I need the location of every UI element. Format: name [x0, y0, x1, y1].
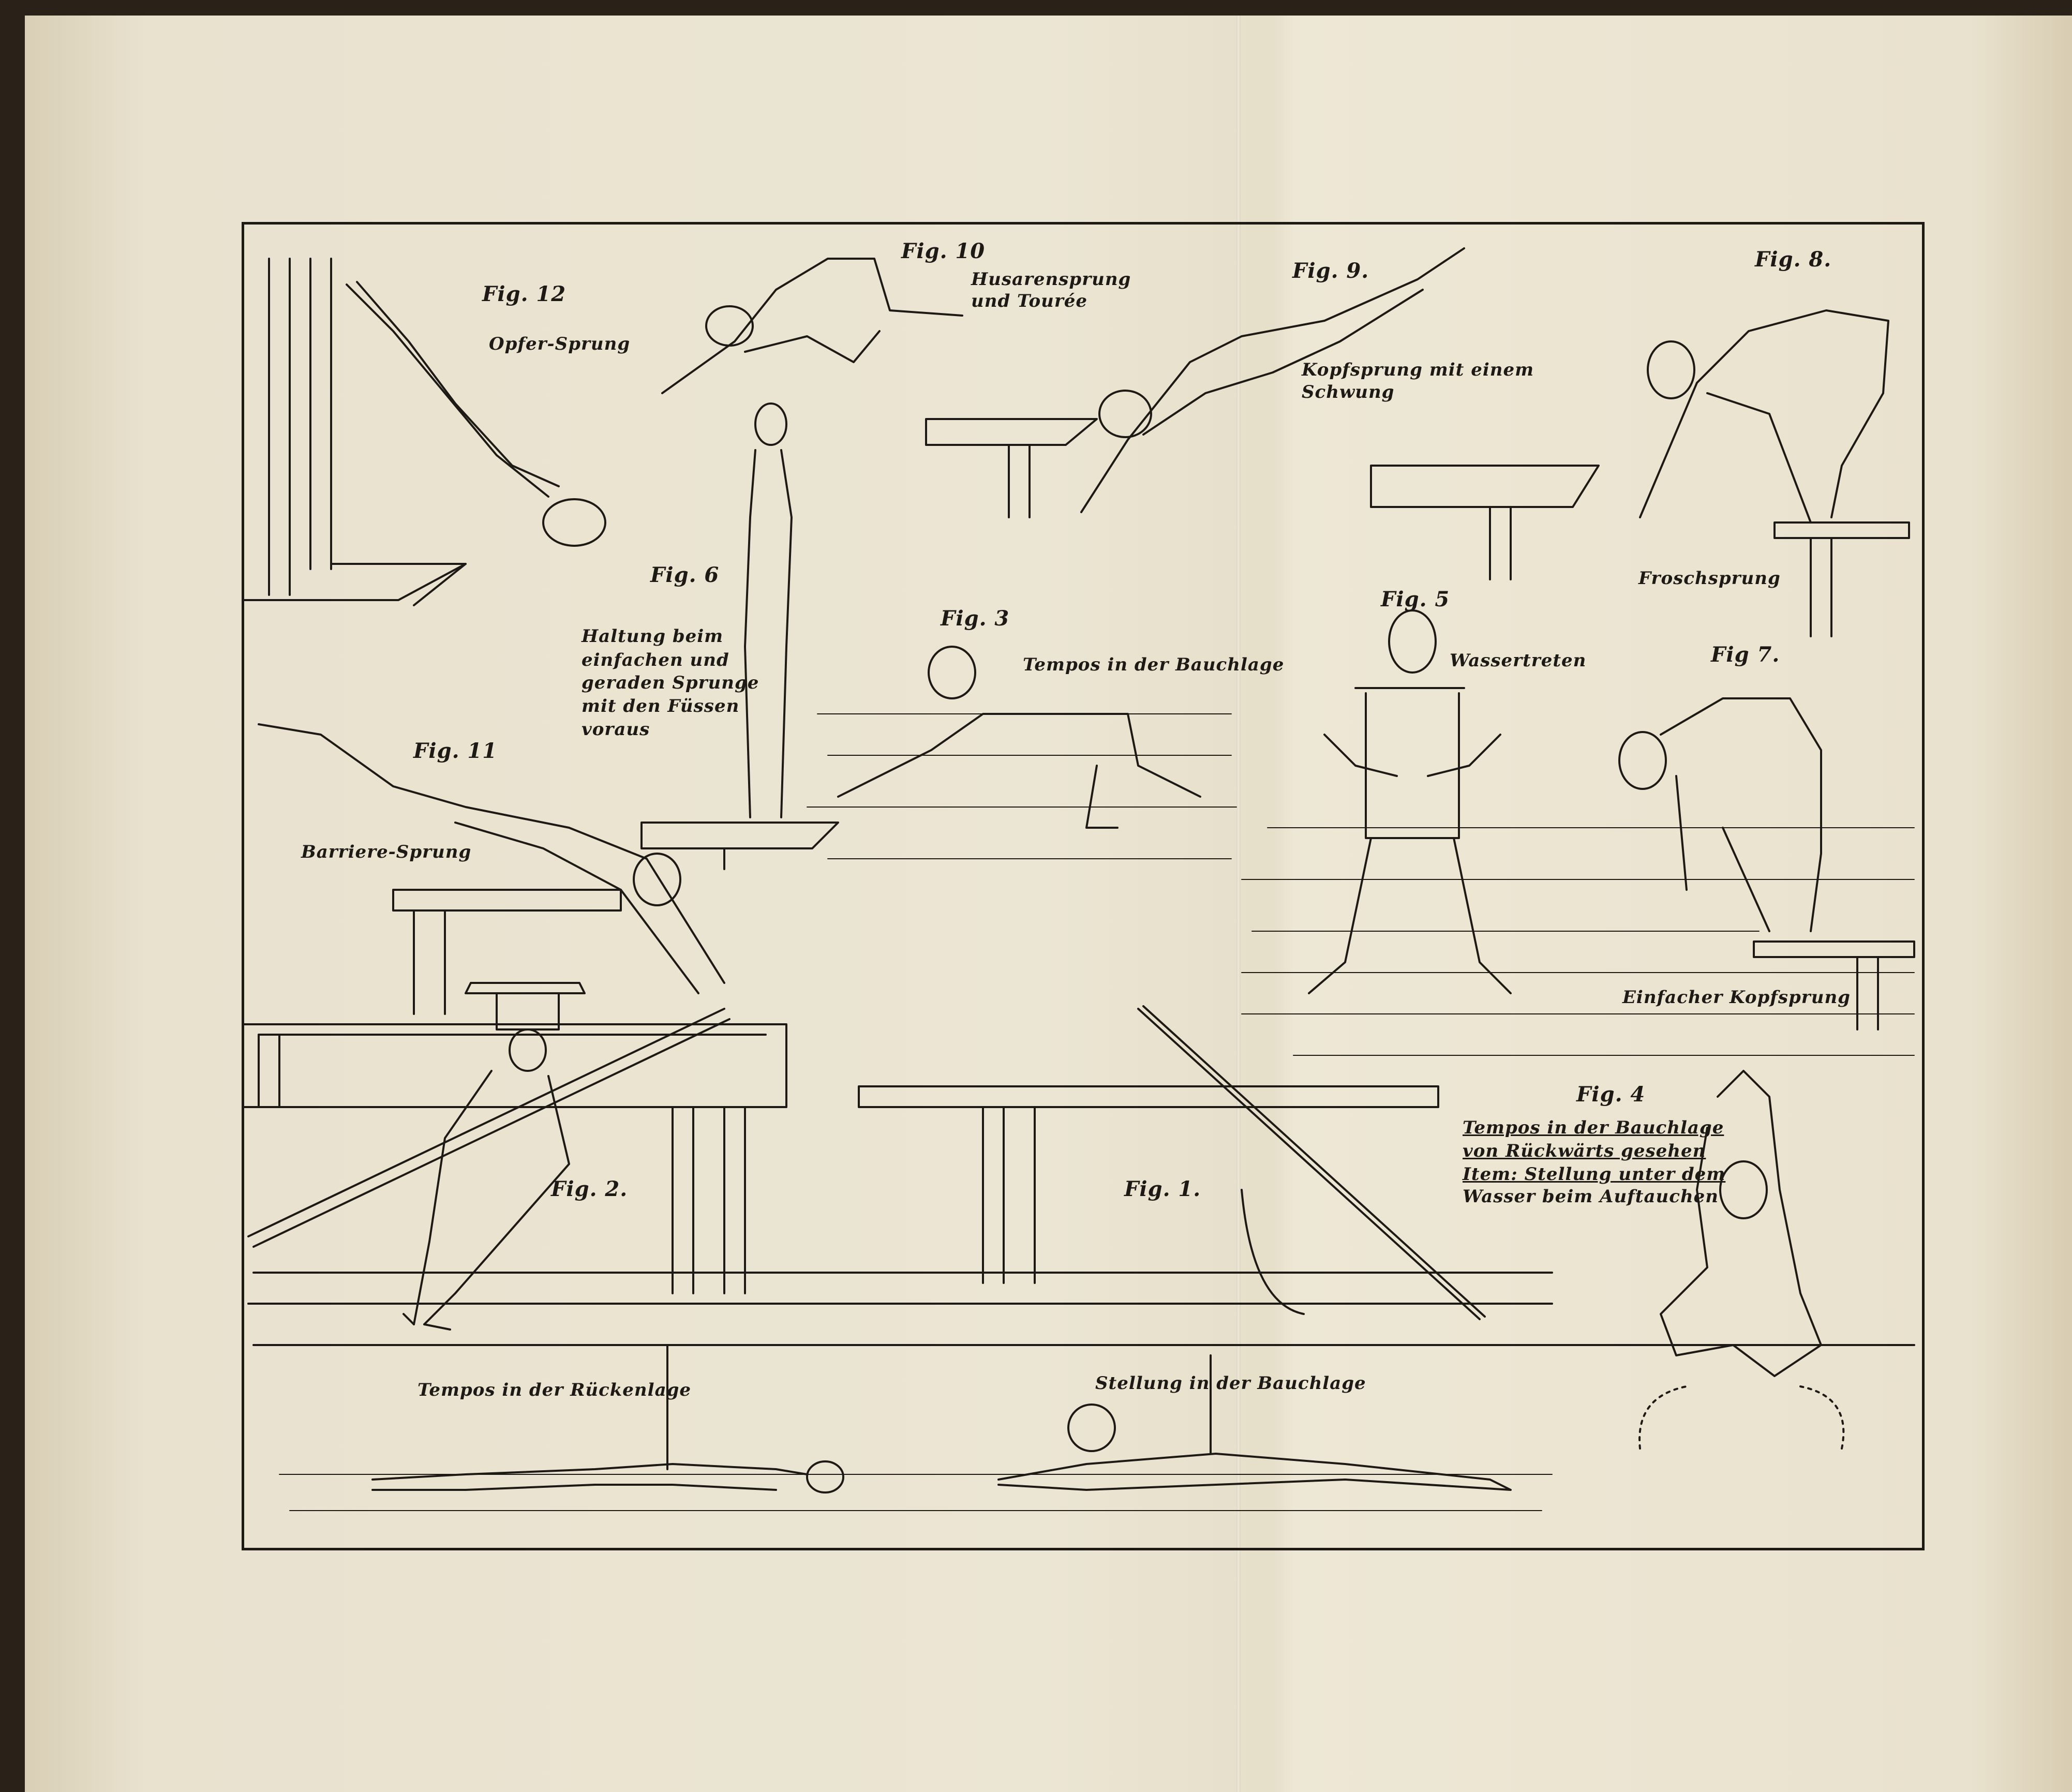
fig5-label: Fig. 5 [1381, 587, 1450, 611]
bottom-caption-prone: Stellung in der Bauchlage [1095, 1373, 1366, 1394]
diver-fig9 [925, 247, 1465, 518]
bathing-platform [242, 1005, 1915, 1346]
fig8-caption: Froschsprung [1638, 568, 1781, 589]
fig6-caption-line5: voraus [582, 719, 650, 740]
diver-fig7 [1618, 697, 1915, 1031]
man-with-pole-fig2 [247, 982, 731, 1331]
diver-fig12 [346, 281, 606, 547]
fig3-caption: Tempos in der Bauchlage [1023, 654, 1285, 675]
standing-figure-fig6 [640, 402, 839, 870]
center-fold [1236, 16, 1241, 1792]
plate-border [242, 222, 1925, 1550]
fig6-label: Fig. 6 [650, 563, 720, 587]
fig7-label: Fig 7. [1711, 643, 1780, 667]
fig4-caption-line1: Tempos in der Bauchlage [1463, 1117, 1724, 1138]
squatting-figure-fig4 [1638, 1070, 1845, 1450]
fig4-label: Fig. 4 [1576, 1082, 1646, 1107]
fig8-label: Fig. 8. [1755, 247, 1832, 272]
fig2-label: Fig. 2. [551, 1177, 628, 1201]
fig10-caption-line2: und Tourée [971, 291, 1088, 311]
fig9-caption-line2: Schwung [1302, 382, 1395, 402]
fig9-label: Fig. 9. [1292, 259, 1369, 283]
fig3-label: Fig. 3 [941, 606, 1010, 631]
fig11-label: Fig. 11 [413, 739, 498, 763]
fig10-caption-line1: Husarensprung [971, 269, 1131, 290]
back-float-swimmer [371, 1344, 844, 1494]
fig4-caption-line2: von Rückwärts gesehen [1463, 1141, 1706, 1161]
diver-fig10 [661, 258, 963, 394]
fig6-caption-line2: einfachen und [582, 650, 729, 670]
fig7-caption: Einfacher Kopfsprung [1622, 987, 1851, 1008]
prone-swimmer [997, 1354, 1512, 1491]
fig12-caption: Opfer-Sprung [489, 334, 631, 354]
fig4-caption-line3: Item: Stellung unter dem [1463, 1164, 1726, 1185]
fig12-label: Fig. 12 [482, 282, 567, 306]
fig6-caption-line3: geraden Sprunge [582, 673, 759, 693]
barrier-jumper-fig11 [258, 723, 725, 1015]
fig10-label: Fig. 10 [901, 239, 986, 263]
fig6-caption-line1: Haltung beim [582, 626, 724, 647]
fig5-caption: Wassertreten [1450, 650, 1587, 671]
bottom-caption-back: Tempos in der Rückenlage [418, 1380, 692, 1400]
fig1-label: Fig. 1. [1124, 1177, 1201, 1201]
fig4-caption-line4: Wasser beim Auftauchen [1463, 1186, 1719, 1207]
paper-sheet [25, 16, 2072, 1792]
diving-tower [242, 258, 467, 606]
diver-fig8 [1370, 309, 1910, 637]
fig9-caption-line1: Kopfsprung mit einem [1302, 360, 1534, 380]
fig11-caption: Barriere-Sprung [301, 842, 472, 862]
fig6-caption-line4: mit den Füssen [582, 696, 740, 716]
